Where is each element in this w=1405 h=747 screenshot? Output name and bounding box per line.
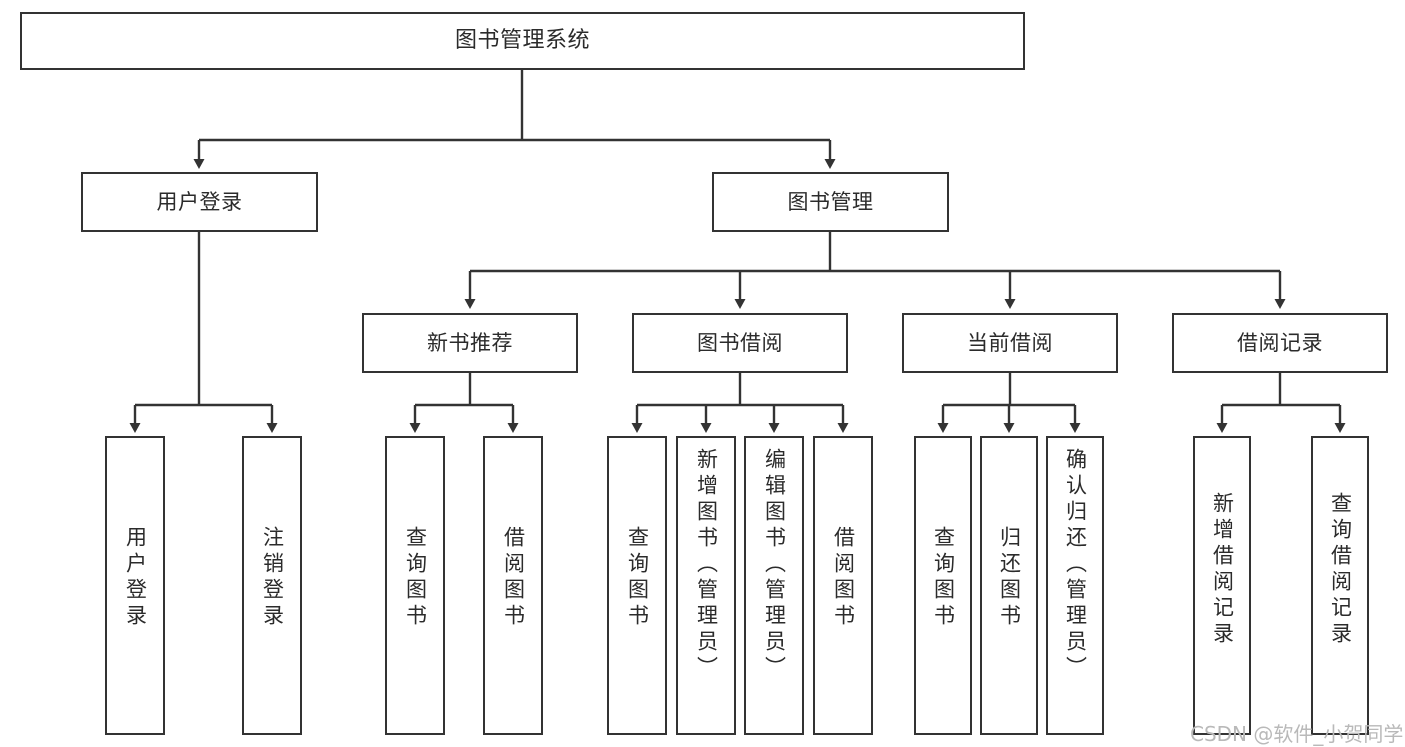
node-label: 编辑图书（管理员） (762, 448, 787, 682)
node-label: 图书管理 (787, 189, 874, 214)
node-label: 查询图书 (625, 526, 650, 630)
node-label: 注销登录 (260, 526, 285, 630)
node-book-borrow[interactable]: 图书借阅 (632, 313, 848, 373)
node-label: 归还图书 (997, 526, 1022, 630)
node-label: 图书借阅 (697, 330, 783, 355)
node-label: 当前借阅 (967, 330, 1053, 355)
node-label: 借阅图书 (501, 526, 526, 630)
node-label: 图书管理系统 (454, 28, 590, 54)
node-label: 新增借阅记录 (1210, 492, 1235, 648)
node-label: 新增图书（管理员） (694, 448, 719, 682)
leaf-query-book-recommend[interactable]: 查询图书 (385, 436, 445, 735)
node-label: 新书推荐 (427, 330, 513, 355)
watermark-text: CSDN @软件_小贺同学 (1190, 722, 1404, 746)
leaf-confirm-return-admin[interactable]: 确认归还（管理员） (1046, 436, 1104, 735)
node-label: 用户登录 (156, 189, 243, 214)
node-book-management[interactable]: 图书管理 (712, 172, 949, 232)
node-borrow-record[interactable]: 借阅记录 (1172, 313, 1388, 373)
node-label: 借阅记录 (1237, 330, 1323, 355)
node-label: 确认归还（管理员） (1063, 448, 1088, 682)
leaf-edit-book-admin[interactable]: 编辑图书（管理员） (744, 436, 804, 735)
leaf-add-borrow-record[interactable]: 新增借阅记录 (1193, 436, 1251, 735)
node-label: 借阅图书 (831, 526, 856, 630)
leaf-logout[interactable]: 注销登录 (242, 436, 302, 735)
node-current-borrow[interactable]: 当前借阅 (902, 313, 1118, 373)
node-root-system[interactable]: 图书管理系统 (20, 12, 1025, 70)
leaf-add-book-admin[interactable]: 新增图书（管理员） (676, 436, 736, 735)
node-label: 用户登录 (123, 526, 148, 630)
node-label: 查询借阅记录 (1328, 492, 1353, 648)
leaf-user-login[interactable]: 用户登录 (105, 436, 165, 735)
node-label: 查询图书 (931, 526, 956, 630)
leaf-query-borrow-record[interactable]: 查询借阅记录 (1311, 436, 1369, 735)
leaf-return-book[interactable]: 归还图书 (980, 436, 1038, 735)
leaf-borrow-book-recommend[interactable]: 借阅图书 (483, 436, 543, 735)
leaf-borrow-book[interactable]: 借阅图书 (813, 436, 873, 735)
leaf-query-book-borrow[interactable]: 查询图书 (607, 436, 667, 735)
node-user-login[interactable]: 用户登录 (81, 172, 318, 232)
node-new-book-recommend[interactable]: 新书推荐 (362, 313, 578, 373)
leaf-query-book-current[interactable]: 查询图书 (914, 436, 972, 735)
node-label: 查询图书 (403, 526, 428, 630)
